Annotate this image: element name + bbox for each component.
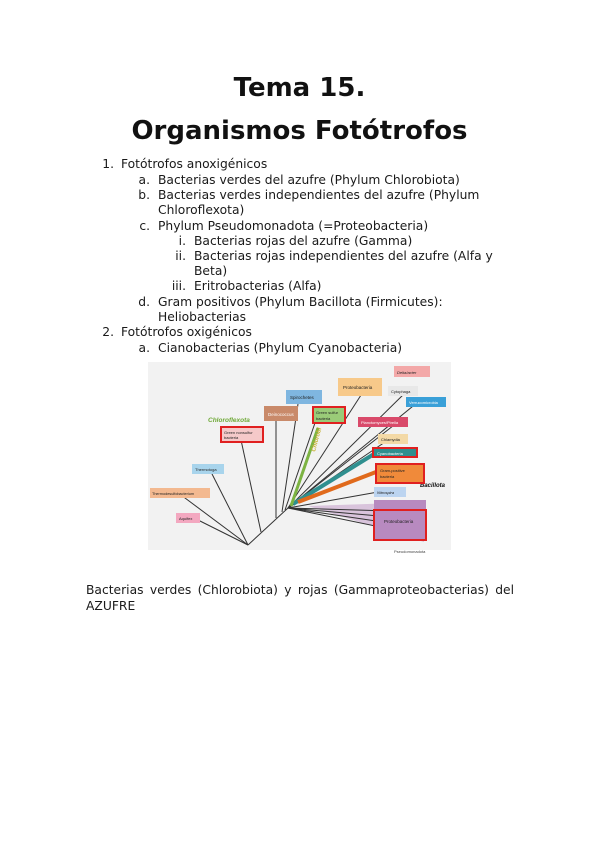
list-item-level3: Bacterias rojas del azufre (Gamma) [194,234,413,248]
list-marker: a. [138,173,150,187]
gram-positive-label: Gram-positive [380,468,406,473]
list-marker: i. [178,234,186,248]
list-marker: iii. [171,279,186,293]
thermodesulfobacterium-label: Thermodesulfobacterium [152,492,194,496]
proteobacteria-box [374,500,426,540]
aquifex-box [176,513,200,523]
thermotoga-box [192,464,224,474]
chlamydia-box [378,434,408,444]
page-title-line-1: Tema 15. [233,73,366,103]
green-sulfur-label-2: bacteria [316,416,331,421]
phylogenetic-tree-figure: Chloroflexota Chlorobi Bacillota Deinoco… [148,362,451,572]
gram-positive-box [375,463,425,484]
planctomyces-label: Planctomyces/Pirella [361,420,399,425]
list-item-level2-continuation: Chloroflexota) [158,203,245,217]
chlamydia-label: Chlamydia [381,437,401,442]
cyanobacteria-branch [291,452,376,506]
list-item-level3-continuation: Beta) [194,264,228,278]
aquifex-label: Aquifex [179,516,192,521]
list-item-level2: Bacterias verdes independientes del azuf… [158,188,480,202]
list-marker: b. [138,188,150,202]
nitrospira-label: Nitrospira [377,490,395,495]
deinococcus-box [264,406,298,421]
list-item-level3: Bacterias rojas independientes del azufr… [194,249,493,263]
list-marker: ii. [175,249,186,263]
spirochetes-label: Spirochetes [290,395,315,400]
cytophaga-label: Cytophaga [391,389,411,394]
thermotoga-label: Thermotoga [195,467,217,472]
list-item-level1: Fotótrofos anoxigénicos [121,157,268,171]
deltabacter-box [394,366,430,377]
page-title-line-2: Organismos Fotótrofos [131,116,468,146]
list-marker: 2. [102,325,114,339]
planctomyces-box [358,417,408,427]
cytophaga-box [388,386,418,396]
list-item-level2: Gram positivos (Phylum Bacillota (Firmic… [158,295,443,309]
green-sulfur-box [312,406,346,424]
proteobacteria-top-label: Proteobacteria [343,385,373,390]
spirochetes-box [286,390,322,404]
phylogenetic-tree-svg: Chloroflexota Chlorobi Bacillota Deinoco… [148,362,451,572]
list-marker: c. [139,219,150,233]
list-item-level2: Phylum Pseudomonadota (=Proteobacteria) [158,219,429,233]
list-item-level3: Eritrobacterias (Alfa) [194,279,322,293]
proteobacteria-label: Proteobacteria [384,519,414,524]
chloroflexota-group-label: Chloroflexota [208,417,250,424]
figure-caption: Bacterias verdes (Chlorobiota) y rojas (… [86,583,514,613]
cyanobacteria-box [372,447,418,458]
gram-positive-branch [297,470,377,504]
gram-positive-label-2: bacteria [380,474,395,479]
green-sulfur-label: Green sulfur [316,410,339,415]
verrucomicrobia-label: Verrucomicrobia [409,400,439,405]
green-nonsulfur-box [220,426,264,443]
deinococcus-label: Deinococcus [268,412,295,417]
green-nonsulfur-label: Green nonsulfur [224,430,253,435]
thermodesulfobacterium-box [150,488,210,498]
green-sulfur-branch [289,427,320,507]
list-item-level2: Cianobacterias (Phylum Cyanobacteria) [158,341,403,355]
proteobacteria-highlight [373,509,427,541]
cyanobacteria-label: Cyanobacteria [377,451,404,456]
pseudomonadota-footer-label: Pseudomonadota [394,549,426,554]
nitrospira-box [374,487,406,497]
list-item-level1: Fotótrofos oxigénicos [121,325,252,339]
list-marker: 1. [102,157,114,171]
list-marker: d. [138,295,150,309]
deltabacter-label: Delta/acter [397,370,417,375]
verrucomicrobia-box [406,397,446,407]
green-nonsulfur-label-2: bacteria [224,435,239,440]
list-item-level2-continuation: Heliobacterias [158,310,247,324]
list-item-level2: Bacterias verdes del azufre (Phylum Chlo… [158,173,460,187]
list-marker: a. [138,341,150,355]
figure-bottom-band [148,550,451,572]
proteobacteria-top-box [338,378,382,396]
bacillota-group-label: Bacillota [420,483,446,489]
